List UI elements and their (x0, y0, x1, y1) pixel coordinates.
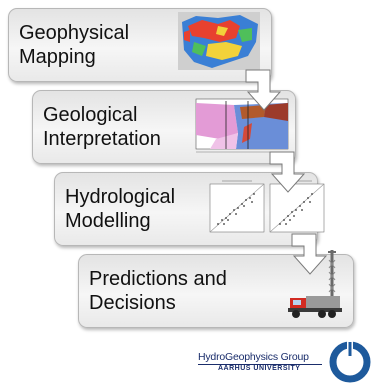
step-title: Predictions and Decisions (89, 268, 227, 314)
drill-truck-icon (288, 250, 342, 318)
geological-section-icon (195, 98, 289, 153)
logo-title: HydroGeophysics Group (198, 351, 309, 363)
step-title: Geological Interpretation (43, 104, 161, 150)
arrow-step2-to-step3 (269, 151, 306, 193)
step-title: Hydrological Modelling (65, 186, 176, 232)
arrow-step3-to-step4 (291, 233, 328, 275)
resistivity-map-icon (178, 12, 260, 70)
logo-ring-icon (329, 340, 371, 383)
scatter-plot-icon (209, 180, 325, 233)
step-title: Geophysical Mapping (19, 22, 130, 68)
logo-subtitle: AARHUS UNIVERSITY (218, 365, 301, 372)
logo-divider (198, 364, 322, 365)
arrow-step1-to-step2 (245, 69, 282, 111)
